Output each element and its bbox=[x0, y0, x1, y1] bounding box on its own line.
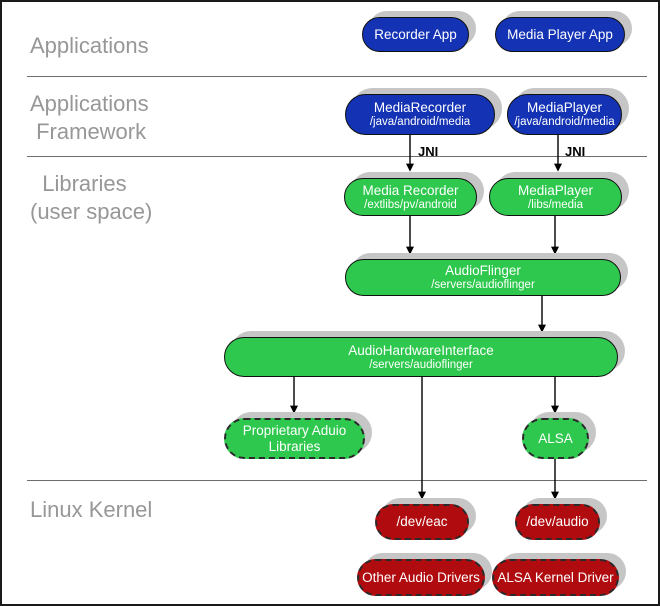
node-title: Proprietary Aduio Libraries bbox=[242, 422, 347, 454]
node-media-player-app: Media Player App bbox=[495, 17, 625, 52]
jni-label-left: JNI bbox=[418, 144, 439, 159]
node-dev-eac: /dev/eac bbox=[375, 504, 469, 540]
node-title: MediaPlayer bbox=[526, 100, 603, 115]
node-title: Recorder App bbox=[374, 26, 457, 42]
divider-kernel bbox=[27, 480, 647, 481]
node-proprietary-audio-libraries: Proprietary Aduio Libraries bbox=[224, 418, 365, 459]
node-audioflinger: AudioFlinger /servers/audioflinger bbox=[345, 259, 621, 296]
node-title: Media Recorder bbox=[362, 182, 459, 198]
node-title: Media Player App bbox=[507, 26, 613, 42]
node-title: Other Audio Drivers bbox=[362, 569, 480, 585]
node-recorder-app: Recorder App bbox=[362, 17, 469, 52]
node-path: /servers/audioflinger bbox=[431, 279, 535, 291]
node-title: ALSA bbox=[538, 430, 573, 446]
node-path: /extlibs/pv/android bbox=[364, 198, 457, 211]
divider-applications bbox=[27, 76, 647, 77]
node-title: ALSA Kernel Driver bbox=[497, 569, 614, 585]
node-mediaplayer-library: MediaPlayer /libs/media bbox=[489, 178, 622, 216]
node-title: AudioFlinger bbox=[445, 263, 521, 278]
node-alsa-kernel-driver: ALSA Kernel Driver bbox=[492, 559, 619, 596]
jni-label-right: JNI bbox=[565, 144, 586, 159]
node-title: /dev/audio bbox=[526, 514, 589, 529]
node-title: MediaRecorder bbox=[373, 100, 467, 115]
layer-label-linux-kernel: Linux Kernel bbox=[30, 497, 153, 522]
layer-label-applications: Applications bbox=[30, 33, 149, 58]
layer-label-applications-framework: Applications Framework bbox=[30, 91, 149, 144]
node-mediarecorder-framework: MediaRecorder /java/android/media bbox=[345, 94, 495, 135]
node-dev-audio: /dev/audio bbox=[515, 504, 600, 540]
node-path: /java/android/media bbox=[369, 116, 471, 128]
divider-framework bbox=[27, 156, 647, 157]
node-media-recorder-library: Media Recorder /extlibs/pv/android bbox=[344, 178, 477, 216]
node-title: /dev/eac bbox=[396, 514, 448, 529]
node-path: /servers/audioflinger bbox=[369, 358, 473, 371]
layer-label-libraries-user-space: Libraries (user space) bbox=[30, 171, 153, 224]
node-other-audio-drivers: Other Audio Drivers bbox=[357, 559, 485, 596]
node-audiohardwareinterface: AudioHardwareInterface /servers/audiofli… bbox=[224, 337, 618, 377]
node-alsa: ALSA bbox=[522, 418, 589, 459]
node-path: /java/android/media bbox=[514, 116, 615, 128]
node-mediaplayer-framework: MediaPlayer /java/android/media bbox=[507, 94, 622, 135]
node-title: AudioHardwareInterface bbox=[348, 342, 494, 358]
node-title: MediaPlayer bbox=[517, 182, 594, 198]
node-path: /libs/media bbox=[528, 198, 583, 211]
